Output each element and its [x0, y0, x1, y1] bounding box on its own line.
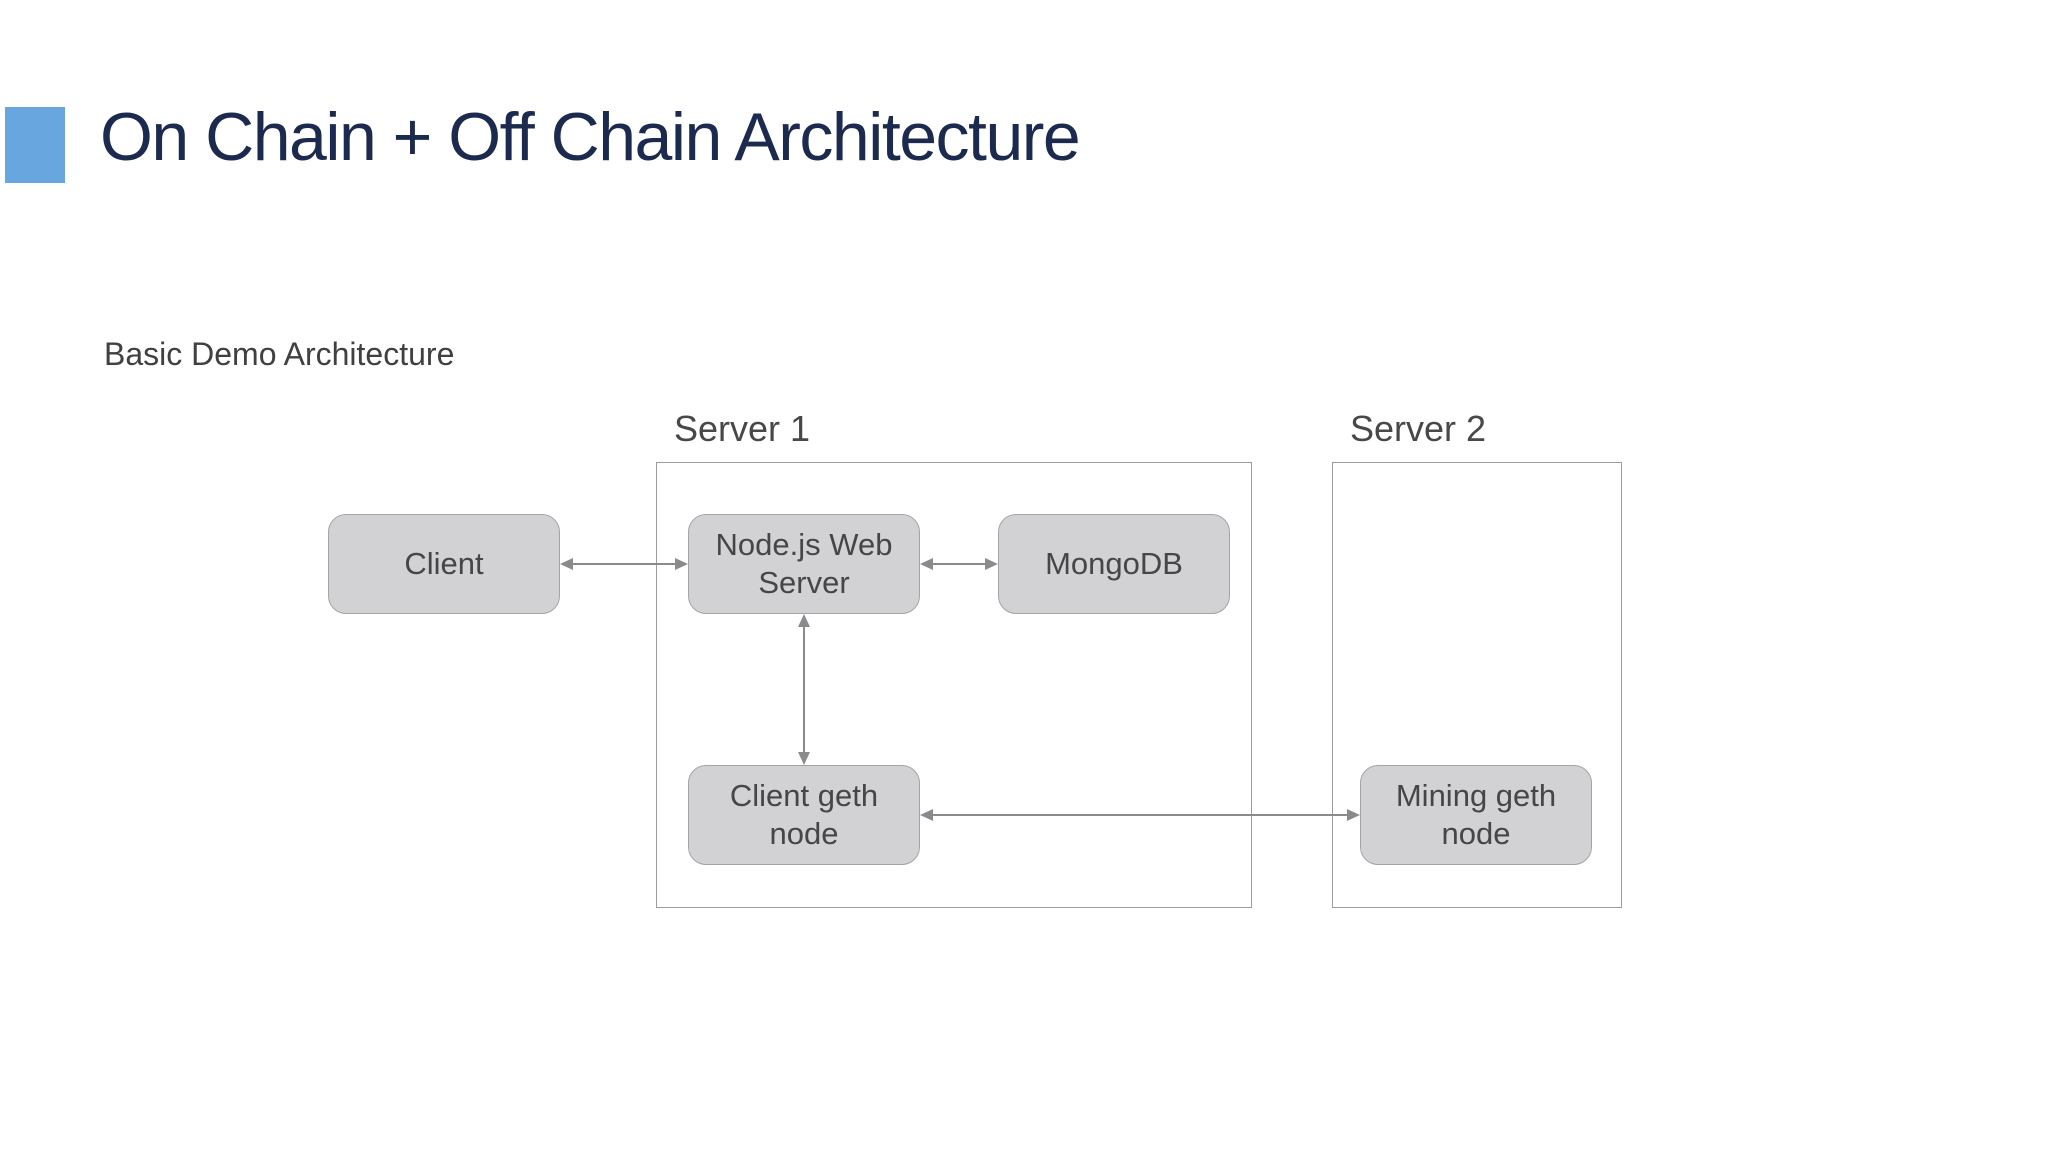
server2-label: Server 2 [1350, 408, 1487, 449]
node-nodejs-web-server-label: Node.js Web Server [715, 527, 893, 600]
diagram-subtitle: Basic Demo Architecture [104, 336, 455, 372]
arrowhead-left-icon [920, 558, 933, 570]
arrowhead-left-icon [920, 809, 933, 821]
arrow-client-nodejs [560, 557, 688, 571]
node-mining-geth: Mining geth node [1360, 765, 1592, 865]
title-accent-square-icon [5, 107, 65, 183]
arrowhead-down-icon [798, 752, 810, 765]
arrowhead-right-icon [675, 558, 688, 570]
server1-label: Server 1 [674, 408, 811, 449]
node-nodejs-web-server: Node.js Web Server [688, 514, 920, 614]
arrow-shaft [929, 563, 989, 565]
node-client-geth: Client geth node [688, 765, 920, 865]
arrow-shaft [569, 563, 679, 565]
arrow-nodejs-client-geth [797, 614, 811, 765]
arrowhead-right-icon [1347, 809, 1360, 821]
node-mongodb: MongoDB [998, 514, 1230, 614]
arrow-shaft [803, 623, 805, 756]
arrow-nodejs-mongodb [920, 557, 998, 571]
arrowhead-right-icon [985, 558, 998, 570]
node-client: Client [328, 514, 560, 614]
node-mining-geth-label: Mining geth node [1395, 778, 1557, 851]
page-title: On Chain + Off Chain Architecture [100, 99, 1081, 175]
node-client-geth-label: Client geth node [729, 778, 879, 851]
node-mongodb-label: MongoDB [1045, 546, 1183, 582]
node-client-label: Client [404, 546, 484, 582]
arrowhead-up-icon [798, 614, 810, 627]
arrow-client-geth-mining-geth [920, 808, 1360, 822]
arrow-shaft [929, 814, 1351, 816]
arrowhead-left-icon [560, 558, 573, 570]
